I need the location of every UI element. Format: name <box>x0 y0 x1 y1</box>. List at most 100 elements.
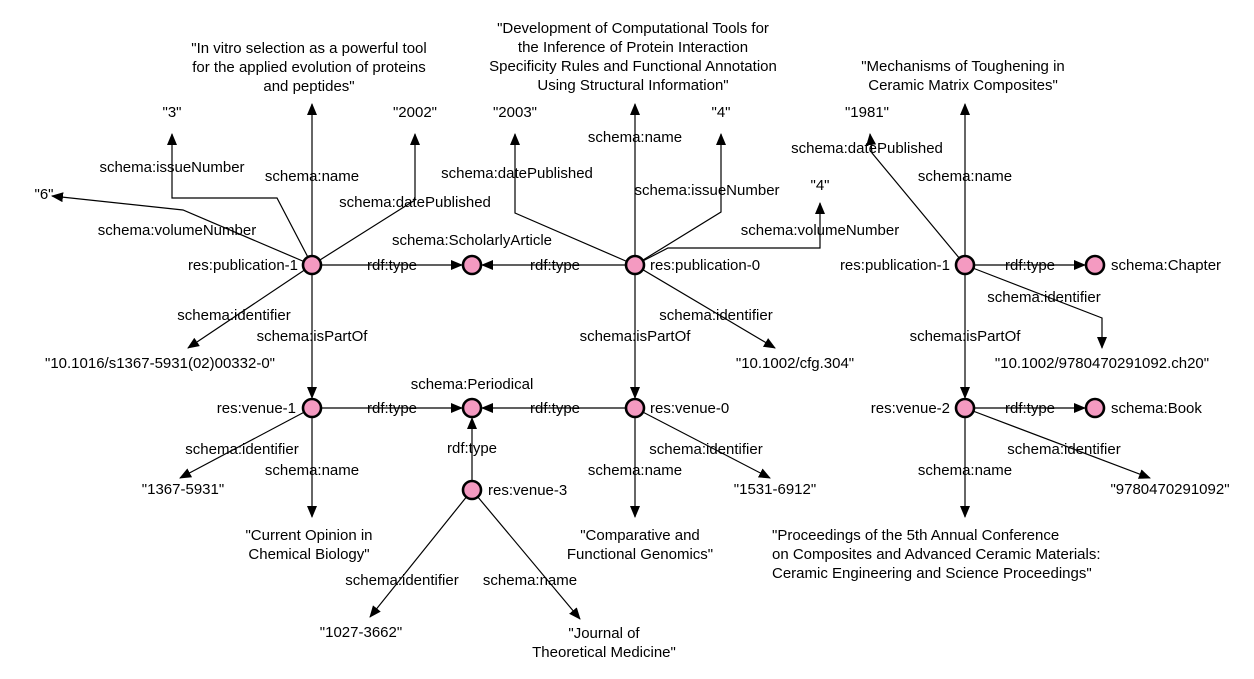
edge-e_v3_id <box>369 489 473 618</box>
edge-e_pub1a_date <box>311 133 420 266</box>
literal-line: "Proceedings of the 5th Annual Conferenc… <box>772 527 1059 544</box>
edge-label: schema:name <box>265 462 359 479</box>
edge-e_pub0_vol <box>634 202 825 266</box>
edge-label: rdf:type <box>367 400 417 417</box>
edge-e_pub0_issue <box>634 133 726 266</box>
edge-label: schema:identifier <box>185 441 298 458</box>
literal-line: "1367-5931" <box>142 481 224 498</box>
literal-line: "2003" <box>493 104 537 121</box>
literal-line: "6" <box>35 186 54 203</box>
node-venue0 <box>624 397 646 419</box>
edge-layer <box>51 103 1151 620</box>
edge-label: schema:name <box>918 462 1012 479</box>
node-chapter <box>1084 254 1106 276</box>
edge-label: rdf:type <box>530 257 580 274</box>
literal-line: Ceramic Engineering and Science Proceedi… <box>772 565 1092 582</box>
node-label: res:venue-0 <box>650 400 729 417</box>
edge-label: schema:identifier <box>177 307 290 324</box>
literal-line: Ceramic Matrix Composites" <box>868 77 1058 94</box>
node-book <box>1084 397 1106 419</box>
node-venue1 <box>301 397 323 419</box>
node-label: res:publication-1 <box>188 257 298 274</box>
text-layer: schema:issueNumber schema:volumeNumber sch… <box>35 20 1230 661</box>
literal-date2002: "2002" <box>393 104 437 121</box>
edge-e_v1_id <box>179 407 313 479</box>
literal-line: and peptides" <box>263 78 354 95</box>
edge-label: schema:identifier <box>649 441 762 458</box>
node-label: res:publication-1 <box>840 257 950 274</box>
edge-label: schema:issueNumber <box>99 159 244 176</box>
literal-issue3: "3" <box>163 104 182 121</box>
edge-label: schema:identifier <box>345 572 458 589</box>
edge-label: rdf:type <box>447 440 497 457</box>
edge-label: schema:name <box>265 168 359 185</box>
edge-label: rdf:type <box>530 400 580 417</box>
literal-date2003: "2003" <box>493 104 537 121</box>
node-venue3 <box>461 479 483 501</box>
node-layer <box>301 254 1106 501</box>
node-pub1a <box>301 254 323 276</box>
edge-e_pub1a_vol <box>51 192 313 266</box>
edge-e_pub1a_id <box>187 264 313 349</box>
edge-label: schema:issueNumber <box>634 182 779 199</box>
edge-label: schema:volumeNumber <box>741 222 899 239</box>
literal-line: "10.1002/9780470291092.ch20" <box>995 355 1209 372</box>
edge-e_pub1a_issue <box>167 133 313 266</box>
edge-label: schema:name <box>588 129 682 146</box>
edge-label: schema:datePublished <box>339 194 491 211</box>
literal-line: "4" <box>811 177 830 194</box>
literal-line: "10.1016/s1367-5931(02)00332-0" <box>45 355 275 372</box>
literal-line: "3" <box>163 104 182 121</box>
edge-label: schema:identifier <box>987 289 1100 306</box>
node-article <box>461 254 483 276</box>
node-pub0 <box>624 254 646 276</box>
literal-line: for the applied evolution of proteins <box>192 59 426 76</box>
node-label: schema:Periodical <box>411 376 534 393</box>
edge-label: schema:datePublished <box>791 140 943 157</box>
literal-line: "9780470291092" <box>1110 481 1229 498</box>
literal-line: on Composites and Advanced Ceramic Mater… <box>772 546 1101 563</box>
literal-doi_cfg: "10.1002/cfg.304" <box>736 355 854 372</box>
node-label: res:venue-1 <box>217 400 296 417</box>
node-label: res:publication-0 <box>650 257 760 274</box>
edge-label: schema:isPartOf <box>257 328 369 345</box>
literal-issn1027: "1027-3662" <box>320 624 402 641</box>
literal-line: "4" <box>712 104 731 121</box>
node-label: res:venue-3 <box>488 482 567 499</box>
edge-label: schema:name <box>483 572 577 589</box>
literal-line: "Development of Computational Tools for <box>497 20 769 37</box>
literal-line: "Current Opinion in <box>245 527 372 544</box>
edge-label: schema:identifier <box>659 307 772 324</box>
literal-vol6: "6" <box>35 186 54 203</box>
literal-line: "10.1002/cfg.304" <box>736 355 854 372</box>
edge-label: schema:isPartOf <box>580 328 692 345</box>
literal-line: "Comparative and <box>580 527 700 544</box>
literal-line: "Journal of <box>568 625 640 642</box>
literal-name_proc: "Proceedings of the 5th Annual Conferenc… <box>772 527 1101 582</box>
literal-doi_s1367: "10.1016/s1367-5931(02)00332-0" <box>45 355 275 372</box>
edge-e_pub1b_date <box>866 133 966 266</box>
literal-vol4: "4" <box>811 177 830 194</box>
edge-e_pub0_date <box>510 133 636 266</box>
edge-e_pub0_id <box>634 264 776 349</box>
literal-issn1367: "1367-5931" <box>142 481 224 498</box>
node-venue2 <box>954 397 976 419</box>
literal-line: "2002" <box>393 104 437 121</box>
edge-label: schema:name <box>588 462 682 479</box>
literal-line: "Mechanisms of Toughening in <box>861 58 1065 75</box>
edge-label: rdf:type <box>1005 400 1055 417</box>
literal-line: "1027-3662" <box>320 624 402 641</box>
edge-label: schema:volumeNumber <box>98 222 256 239</box>
literal-line: "1981" <box>845 104 889 121</box>
edge-label: schema:identifier <box>1007 441 1120 458</box>
node-label: schema:ScholarlyArticle <box>392 232 552 249</box>
literal-doi_ch20: "10.1002/9780470291092.ch20" <box>995 355 1209 372</box>
literal-line: Using Structural Information" <box>537 77 728 94</box>
literal-date1981: "1981" <box>845 104 889 121</box>
node-label: schema:Book <box>1111 400 1202 417</box>
literal-line: Specificity Rules and Functional Annotat… <box>489 58 777 75</box>
edge-label: schema:isPartOf <box>910 328 1022 345</box>
